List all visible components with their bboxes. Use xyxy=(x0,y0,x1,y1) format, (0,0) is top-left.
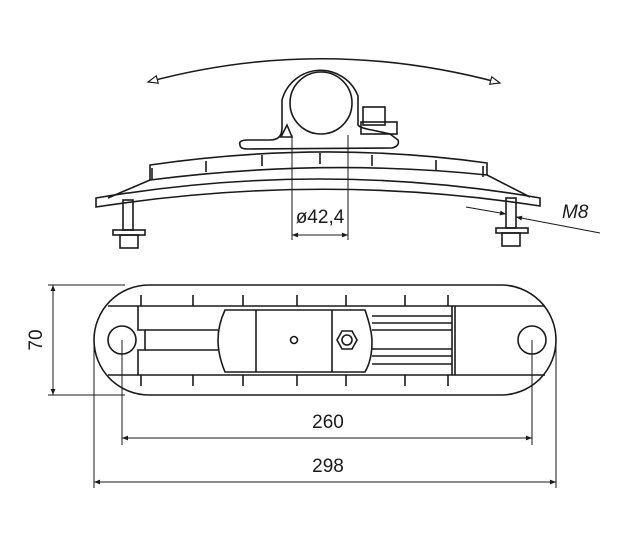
bolt-size-label: M8 xyxy=(562,202,589,223)
clamp-body xyxy=(217,309,373,373)
pipe-circle xyxy=(289,71,353,135)
clamp-nut xyxy=(362,106,386,126)
left-bolt xyxy=(112,199,146,249)
pipe-clamp xyxy=(238,69,400,150)
side-view: ø42,4 M8 xyxy=(95,57,601,249)
hole-spacing-label: 260 xyxy=(312,412,344,433)
width-label: 70 xyxy=(26,329,47,350)
base-outline xyxy=(93,284,557,396)
overall-length-label: 298 xyxy=(312,456,344,477)
pipe-diameter-label: ø42,4 xyxy=(296,207,345,228)
right-bolt xyxy=(495,197,529,247)
top-view: 70 260 298 xyxy=(26,284,557,488)
rotation-arrow xyxy=(146,57,502,85)
hex-nut xyxy=(336,330,358,350)
ribs xyxy=(151,153,484,180)
rib-marks xyxy=(140,295,449,386)
